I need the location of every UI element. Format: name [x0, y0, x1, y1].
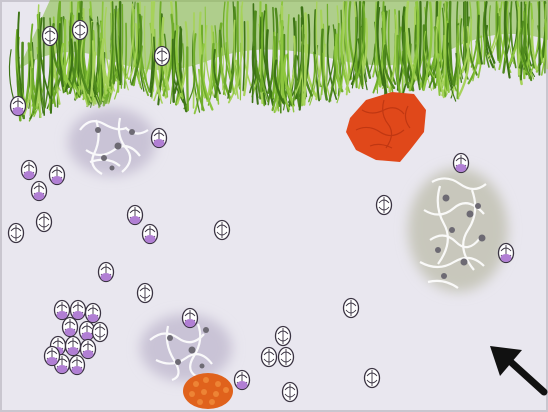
cell [43, 27, 58, 46]
cell-mark [34, 192, 45, 200]
marked-cell [71, 301, 86, 320]
cell-mark [57, 311, 68, 319]
cell-mark [185, 319, 196, 327]
cell [344, 299, 359, 318]
cell-mark [65, 328, 76, 336]
grass-blade [282, 21, 283, 97]
cell-mark [52, 176, 63, 184]
cell-mark [88, 314, 99, 322]
cell [155, 47, 170, 66]
cell [73, 21, 88, 40]
marked-cell [11, 97, 26, 116]
cell [276, 327, 291, 346]
marked-cell [152, 129, 167, 148]
marked-cell [128, 206, 143, 225]
marked-cell [183, 309, 198, 328]
cell-mark [237, 381, 248, 389]
cell [37, 213, 52, 232]
grass-blade [423, 26, 424, 90]
marked-cell [55, 301, 70, 320]
cell-mark [72, 366, 83, 374]
cell [9, 224, 24, 243]
marked-cell [66, 337, 81, 356]
marked-cell [99, 263, 114, 282]
marked-cell [143, 225, 158, 244]
cell [93, 323, 108, 342]
cell-mark [101, 273, 112, 281]
marked-cell [50, 166, 65, 185]
cell-mark [456, 164, 467, 172]
cell [377, 196, 392, 215]
marked-cell [45, 347, 60, 366]
cell-mark [73, 311, 84, 319]
cell [283, 383, 298, 402]
marked-cell [70, 356, 85, 375]
cell-mark [13, 107, 24, 115]
marked-cell [86, 304, 101, 323]
marked-cell [81, 340, 96, 359]
cell-mark [47, 357, 58, 365]
cell-mark [57, 365, 68, 373]
cell-mark [82, 332, 93, 340]
cell-mark [24, 171, 35, 179]
marked-cell [499, 244, 514, 263]
marked-cell [32, 182, 47, 201]
cell-mark [130, 216, 141, 224]
cell-mark [154, 139, 165, 147]
cell-cluster-upper-left [68, 108, 156, 176]
cell [365, 369, 380, 388]
marked-cell [235, 371, 250, 390]
marked-cell [22, 161, 37, 180]
marked-cell [454, 154, 469, 173]
cell-cluster-right [408, 168, 508, 292]
grass-blade [187, 47, 188, 110]
cell-mark [83, 350, 94, 358]
grass-blade [304, 14, 306, 105]
cell-mark [501, 254, 512, 262]
cell-mark [68, 347, 79, 355]
cell [215, 221, 230, 240]
cell [262, 348, 277, 367]
cell [138, 284, 153, 303]
cell [279, 348, 294, 367]
marked-cell [63, 318, 78, 337]
cell-mark [145, 235, 156, 243]
